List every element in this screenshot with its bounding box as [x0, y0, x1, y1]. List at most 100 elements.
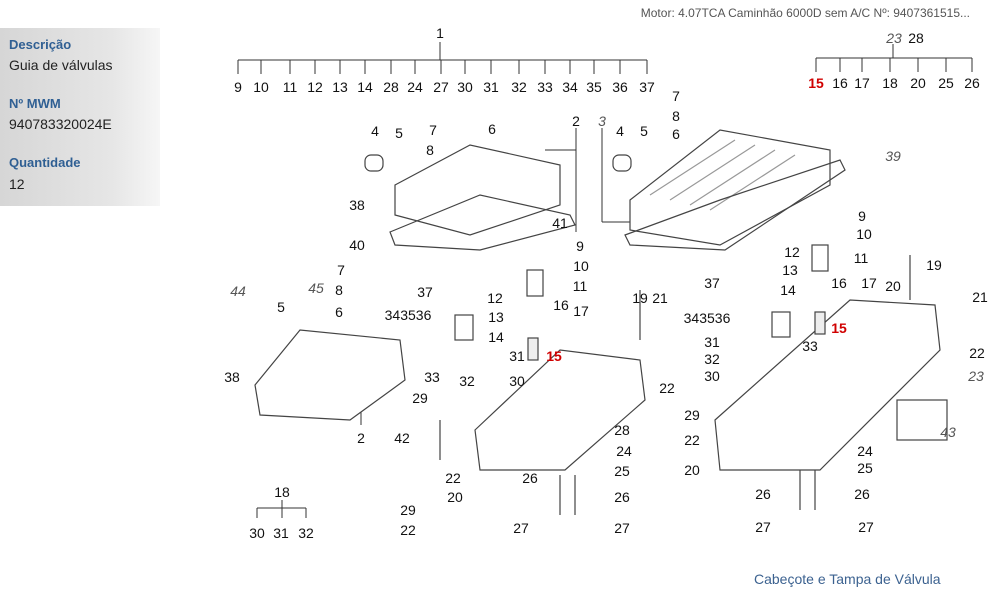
callout-32[interactable]: 32 — [298, 525, 314, 541]
callout-12[interactable]: 12 — [784, 244, 800, 260]
callout-31[interactable]: 31 — [483, 79, 499, 95]
callout-2[interactable]: 2 — [572, 113, 580, 129]
callout-17[interactable]: 17 — [854, 75, 870, 91]
callout-43[interactable]: 43 — [940, 424, 956, 440]
callout-26[interactable]: 26 — [522, 470, 538, 486]
callout-25[interactable]: 25 — [938, 75, 954, 91]
callout-31[interactable]: 31 — [704, 334, 720, 350]
callout-35[interactable]: 35 — [586, 79, 602, 95]
callout-26[interactable]: 26 — [854, 486, 870, 502]
callout-22[interactable]: 22 — [684, 432, 700, 448]
callout-44[interactable]: 44 — [230, 283, 246, 299]
callout-10[interactable]: 10 — [573, 258, 589, 274]
callout-25[interactable]: 25 — [857, 460, 873, 476]
callout-9[interactable]: 9 — [234, 79, 242, 95]
callout-24[interactable]: 24 — [616, 443, 632, 459]
callout-27[interactable]: 27 — [614, 520, 630, 536]
callout-11[interactable]: 11 — [854, 250, 869, 266]
callout-29[interactable]: 29 — [412, 390, 428, 406]
callout-6[interactable]: 6 — [335, 304, 343, 320]
callout-4[interactable]: 4 — [371, 123, 379, 139]
callout-23[interactable]: 23 — [967, 368, 984, 384]
callout-30[interactable]: 30 — [704, 368, 720, 384]
callout-22[interactable]: 22 — [969, 345, 985, 361]
callout-7[interactable]: 7 — [429, 122, 437, 138]
callout-20[interactable]: 20 — [885, 278, 901, 294]
callout-21[interactable]: 21 — [972, 289, 988, 305]
callout-26[interactable]: 26 — [614, 489, 630, 505]
callout-13[interactable]: 13 — [332, 79, 348, 95]
callout-8[interactable]: 8 — [672, 108, 680, 124]
callout-32[interactable]: 32 — [704, 351, 720, 367]
callout-20[interactable]: 20 — [910, 75, 926, 91]
callout-27[interactable]: 27 — [433, 79, 449, 95]
callout-20[interactable]: 20 — [447, 489, 463, 505]
callout-14[interactable]: 14 — [488, 329, 504, 345]
callout-7[interactable]: 7 — [672, 88, 680, 104]
callout-15[interactable]: 15 — [808, 75, 824, 91]
callout-10[interactable]: 10 — [856, 226, 872, 242]
callout-343536[interactable]: 343536 — [385, 307, 432, 323]
callout-37[interactable]: 37 — [704, 275, 720, 291]
callout-22[interactable]: 22 — [445, 470, 461, 486]
callout-19[interactable]: 19 — [632, 290, 648, 306]
callout-33[interactable]: 33 — [802, 338, 818, 354]
callout-30[interactable]: 30 — [249, 525, 265, 541]
callout-1[interactable]: 1 — [436, 25, 444, 41]
callout-26[interactable]: 26 — [755, 486, 771, 502]
callout-40[interactable]: 40 — [349, 237, 365, 253]
callout-12[interactable]: 12 — [487, 290, 503, 306]
callout-17[interactable]: 17 — [573, 303, 589, 319]
callout-8[interactable]: 8 — [426, 142, 434, 158]
callout-30[interactable]: 30 — [457, 79, 473, 95]
callout-9[interactable]: 9 — [858, 208, 866, 224]
callout-27[interactable]: 27 — [513, 520, 529, 536]
callout-28[interactable]: 28 — [908, 30, 924, 46]
callout-37[interactable]: 37 — [417, 284, 433, 300]
callout-13[interactable]: 13 — [488, 309, 504, 325]
callout-14[interactable]: 14 — [780, 282, 796, 298]
callout-6[interactable]: 6 — [672, 126, 680, 142]
callout-15[interactable]: 15 — [831, 320, 847, 336]
callout-3[interactable]: 3 — [598, 113, 606, 129]
callout-25[interactable]: 25 — [614, 463, 630, 479]
callout-11[interactable]: 11 — [573, 278, 588, 294]
callout-41[interactable]: 41 — [552, 215, 568, 231]
callout-42[interactable]: 42 — [394, 430, 410, 446]
callout-29[interactable]: 29 — [684, 407, 700, 423]
callout-11[interactable]: 11 — [283, 79, 298, 95]
callout-39[interactable]: 39 — [885, 148, 901, 164]
callout-18[interactable]: 18 — [882, 75, 898, 91]
callout-16[interactable]: 16 — [831, 275, 847, 291]
callout-30[interactable]: 30 — [509, 373, 525, 389]
callout-22[interactable]: 22 — [400, 522, 416, 538]
callout-19[interactable]: 19 — [926, 257, 942, 273]
callout-28[interactable]: 28 — [383, 79, 399, 95]
callout-9[interactable]: 9 — [576, 238, 584, 254]
callout-31[interactable]: 31 — [509, 348, 525, 364]
callout-38[interactable]: 38 — [224, 369, 240, 385]
callout-22[interactable]: 22 — [659, 380, 675, 396]
callout-29[interactable]: 29 — [400, 502, 416, 518]
callout-36[interactable]: 36 — [612, 79, 628, 95]
callout-7[interactable]: 7 — [337, 262, 345, 278]
callout-15[interactable]: 15 — [546, 348, 562, 364]
callout-23[interactable]: 23 — [885, 30, 902, 46]
callout-27[interactable]: 27 — [755, 519, 771, 535]
callout-26[interactable]: 26 — [964, 75, 980, 91]
callout-16[interactable]: 16 — [832, 75, 848, 91]
callout-8[interactable]: 8 — [335, 282, 343, 298]
callout-18[interactable]: 18 — [274, 484, 290, 500]
callout-12[interactable]: 12 — [307, 79, 323, 95]
callout-34[interactable]: 34 — [562, 79, 578, 95]
callout-5[interactable]: 5 — [640, 123, 648, 139]
callout-343536[interactable]: 343536 — [684, 310, 731, 326]
callout-5[interactable]: 5 — [395, 125, 403, 141]
callout-24[interactable]: 24 — [407, 79, 423, 95]
callout-32[interactable]: 32 — [459, 373, 475, 389]
callout-33[interactable]: 33 — [424, 369, 440, 385]
callout-14[interactable]: 14 — [357, 79, 373, 95]
callout-16[interactable]: 16 — [553, 297, 569, 313]
callout-10[interactable]: 10 — [253, 79, 269, 95]
callout-20[interactable]: 20 — [684, 462, 700, 478]
